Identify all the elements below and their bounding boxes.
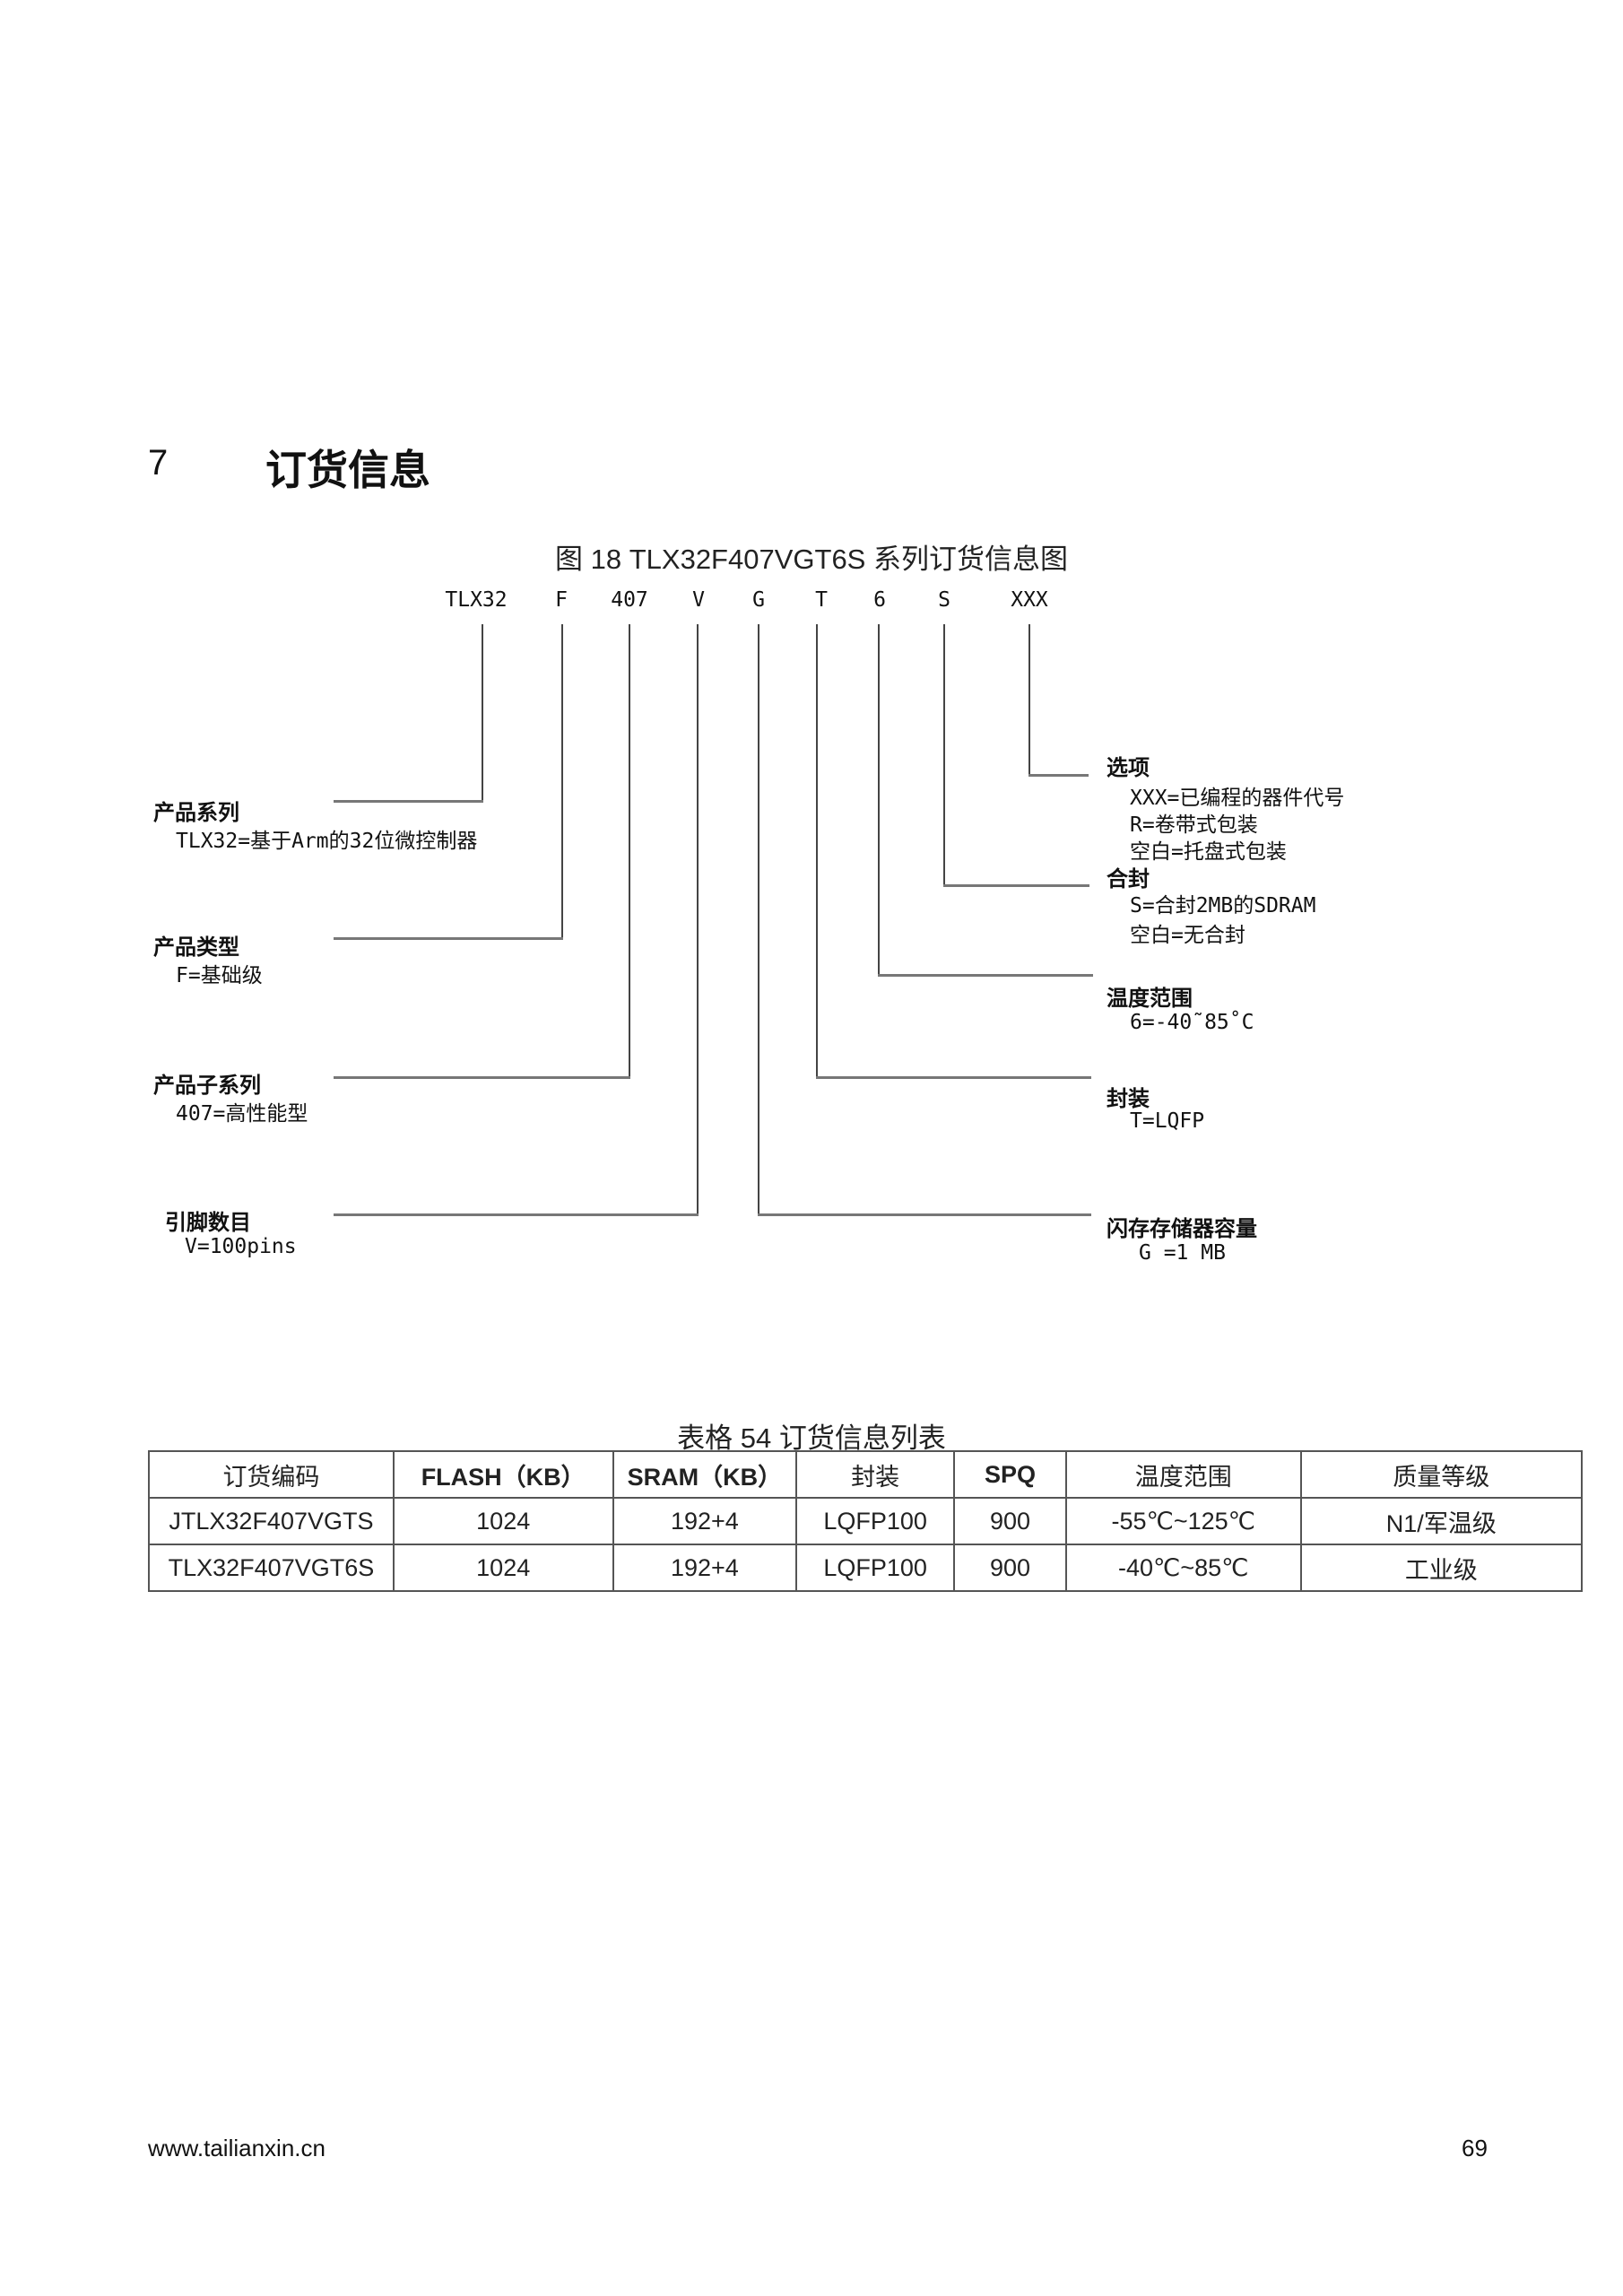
label-desc: 407=高性能型 [176,1102,308,1126]
code-part: 407 [611,588,648,612]
header-cell: 订货编码 [148,1450,395,1499]
table-cell: N1/军温级 [1299,1497,1584,1545]
connector-line [878,624,880,974]
connector-line [943,624,945,886]
section-title: 订货信息 [265,446,430,494]
figure-caption: 图 18 TLX32F407VGT6S 系列订货信息图 [555,544,1068,575]
connector-line [1028,774,1089,777]
connector-line [334,937,563,940]
label-desc: TLX32=基于Arm的32位微控制器 [176,830,478,853]
label-desc: G =1 MB [1139,1241,1226,1265]
label-product-type: 产品类型 [153,935,239,960]
table-cell: -55℃~125℃ [1064,1497,1302,1545]
table-cell: LQFP100 [795,1544,956,1592]
page-number: 69 [1462,2135,1488,2161]
label-copackage: 合封 [1107,866,1150,891]
label-product-subseries: 产品子系列 [153,1073,261,1098]
table-cell: -40℃~85℃ [1064,1544,1302,1592]
header-cell: 封装 [795,1450,956,1499]
ordering-table: 订货编码 FLASH（KB） SRAM（KB） 封装 SPQ 温度范围 质量等级… [148,1450,1584,1592]
label-desc: S=合封2MB的SDRAM [1130,894,1316,918]
code-part: TLX32 [445,588,508,612]
footer-website: www.tailianxin.cn [148,2135,325,2161]
connector-line [758,1213,1091,1216]
header-cell: 温度范围 [1064,1450,1302,1499]
code-part: XXX [1011,588,1048,612]
table-cell: 192+4 [612,1544,798,1592]
connector-line [878,974,1093,977]
table-cell: TLX32F407VGT6S [148,1544,395,1592]
table-cell: 1024 [392,1544,614,1592]
connector-line [334,1213,699,1216]
connector-line [758,624,759,1216]
label-desc: V=100pins [185,1235,297,1258]
label-product-series: 产品系列 [153,800,239,825]
code-part: V [692,588,705,612]
label-pin-count: 引脚数目 [165,1210,251,1235]
label-temperature: 温度范围 [1107,986,1193,1011]
header-cell: SPQ [953,1450,1067,1499]
table-cell: LQFP100 [795,1497,956,1545]
label-desc: F=基础级 [176,964,263,987]
connector-line [943,884,1089,887]
table-cell: 192+4 [612,1497,798,1545]
connector-line [1028,624,1030,775]
label-desc: R=卷带式包装 [1130,813,1258,837]
table-cell: 900 [953,1544,1067,1592]
label-desc: 6=-40˜85˚C [1130,1011,1254,1034]
label-package: 封装 [1107,1086,1150,1111]
table-cell: 900 [953,1497,1067,1545]
label-flash-capacity: 闪存存储器容量 [1107,1216,1257,1241]
code-part: F [555,588,568,612]
label-desc: 空白=托盘式包装 [1130,840,1287,864]
header-cell: FLASH（KB） [392,1450,614,1499]
label-desc: T=LQFP [1130,1109,1205,1133]
connector-line [629,624,630,1079]
table-cell: JTLX32F407VGTS [148,1497,395,1545]
code-part: 6 [873,588,886,612]
label-desc: XXX=已编程的器件代号 [1130,787,1345,810]
label-options: 选项 [1107,755,1150,780]
table-cell: 工业级 [1299,1544,1584,1592]
connector-line [334,800,483,803]
connector-line [697,624,699,1216]
label-desc: 空白=无合封 [1130,924,1245,947]
code-part: S [938,588,950,612]
header-cell: 质量等级 [1299,1450,1584,1499]
table-row: JTLX32F407VGTS 1024 192+4 LQFP100 900 -5… [148,1497,1584,1545]
code-part: G [752,588,765,612]
table-row: TLX32F407VGT6S 1024 192+4 LQFP100 900 -4… [148,1544,1584,1592]
code-part: T [815,588,828,612]
section-number: 7 [148,443,169,483]
connector-line [334,1076,630,1079]
connector-line [561,624,563,940]
connector-line [816,1076,1091,1079]
header-cell: SRAM（KB） [612,1450,798,1499]
table-cell: 1024 [392,1497,614,1545]
table-header-row: 订货编码 FLASH（KB） SRAM（KB） 封装 SPQ 温度范围 质量等级 [148,1450,1584,1499]
connector-line [482,624,483,803]
connector-line [816,624,818,1079]
table-caption: 表格 54 订货信息列表 [677,1422,946,1454]
